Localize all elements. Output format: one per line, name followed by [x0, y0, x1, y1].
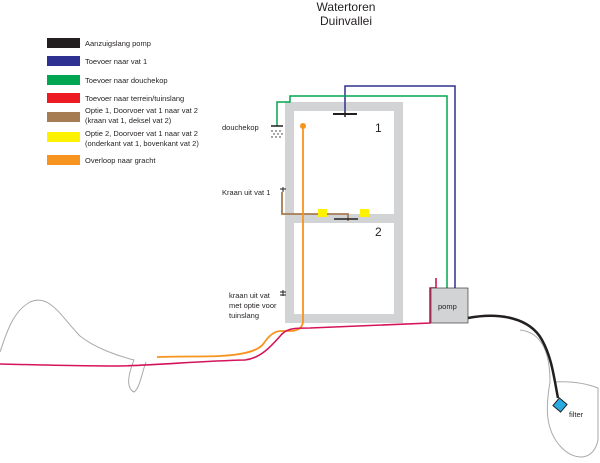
- overflow-line: [157, 126, 304, 358]
- legend-item-overloop: Overloop naar gracht: [47, 155, 156, 165]
- vat-1-number: 1: [375, 121, 382, 135]
- legend-label-sub: (onderkant vat 1, bovenkant vat 2): [85, 139, 199, 148]
- legend-item-toevoer-douchekop: Toevoer naar douchekop: [47, 75, 168, 85]
- kraan-vat2-label-line2: met optie voor: [229, 301, 277, 310]
- supply-line-terrein: [0, 278, 437, 367]
- legend-swatch: [47, 56, 80, 66]
- douchekop-label: douchekop: [222, 123, 259, 132]
- legend-swatch: [47, 112, 80, 122]
- tap-vat2-icon: [280, 290, 286, 296]
- filter-icon: [552, 397, 568, 413]
- kraan-vat1-label: Kraan uit vat 1: [222, 188, 270, 197]
- legend-label: Optie 1, Doorvoer vat 1 naar vat 2: [85, 106, 198, 115]
- kraan-vat2-label-line3: tuinslang: [229, 311, 259, 320]
- passthrough-option2-left: [318, 209, 327, 217]
- legend-item-toevoer-terrein: Toevoer naar terrein/tuinslang: [47, 93, 184, 103]
- legend-swatch: [47, 93, 80, 103]
- terrain-left-dune: [0, 299, 147, 393]
- passthrough-option2-right: [360, 209, 369, 217]
- diagram-title-line1: Watertoren: [317, 0, 376, 14]
- suction-hose: [467, 314, 560, 399]
- pump-label: pomp: [438, 302, 457, 311]
- passthrough-option1: [281, 192, 349, 221]
- vat-2-number: 2: [375, 225, 382, 239]
- legend-label-sub: (kraan vat 1, deksel vat 2): [85, 116, 172, 125]
- supply-line-vat1: [344, 85, 456, 288]
- diagram-title-line2: Duinvallei: [320, 14, 372, 28]
- legend-swatch: [47, 132, 80, 142]
- legend-label: Toevoer naar douchekop: [85, 76, 168, 85]
- legend-item-toevoer-vat1: Toevoer naar vat 1: [47, 56, 147, 66]
- tap-vat1-icon: [280, 187, 286, 192]
- pump-box: [430, 287, 469, 324]
- legend-swatch: [47, 75, 80, 85]
- legend-item-optie2: Optie 2, Doorvoer vat 1 naar vat 2 (onde…: [47, 129, 199, 148]
- legend-swatch: [47, 38, 80, 48]
- legend-label: Overloop naar gracht: [85, 156, 156, 165]
- legend-label: Optie 2, Doorvoer vat 1 naar vat 2: [85, 129, 198, 138]
- legend-label: Aanzuigslang pomp: [85, 39, 151, 48]
- legend-item-aanzuigslang: Aanzuigslang pomp: [47, 38, 151, 48]
- legend-item-optie1: Optie 1, Doorvoer vat 1 naar vat 2 (kraa…: [47, 106, 198, 125]
- legend-swatch: [47, 155, 80, 165]
- legend: Aanzuigslang pomp Toevoer naar vat 1 Toe…: [47, 38, 199, 165]
- pump: pomp: [430, 287, 469, 324]
- legend-label: Toevoer naar terrein/tuinslang: [85, 94, 184, 103]
- legend-label: Toevoer naar vat 1: [85, 57, 147, 66]
- kraan-vat2-label-line1: kraan uit vat: [229, 291, 271, 300]
- shower-head-icon: [271, 125, 283, 138]
- water-tower: 1 2: [285, 102, 403, 323]
- filter: filter: [552, 397, 584, 419]
- terrain-right-pit: [519, 329, 599, 458]
- filter-label: filter: [569, 410, 584, 419]
- supply-line-douchekop: [276, 95, 448, 288]
